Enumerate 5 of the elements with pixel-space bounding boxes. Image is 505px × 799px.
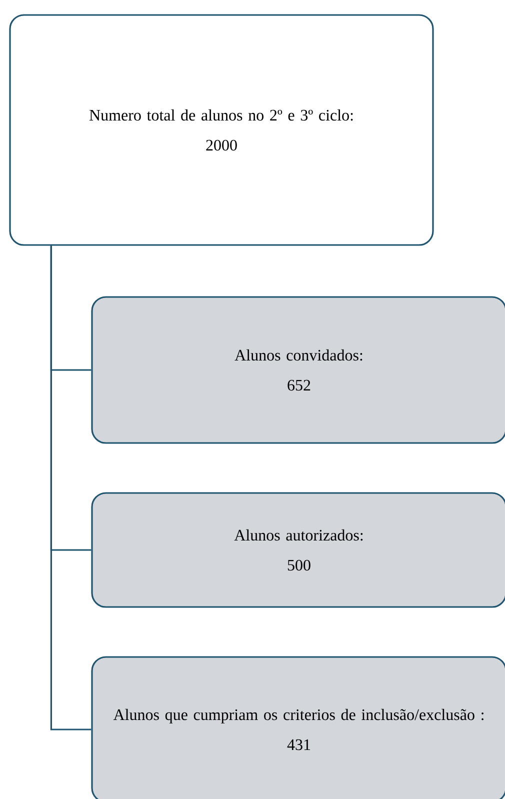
process-box: Alunos convidados: 652: [91, 296, 505, 444]
process-box: Alunos autorizados: 500: [91, 492, 505, 608]
process-box: Numero total de alunos no 2º e 3º ciclo: 2000: [9, 14, 434, 246]
connector-line: [50, 246, 92, 730]
process-box: Alunos que cumpriam os criterios de inclusão/exclusão : 431: [91, 656, 505, 799]
